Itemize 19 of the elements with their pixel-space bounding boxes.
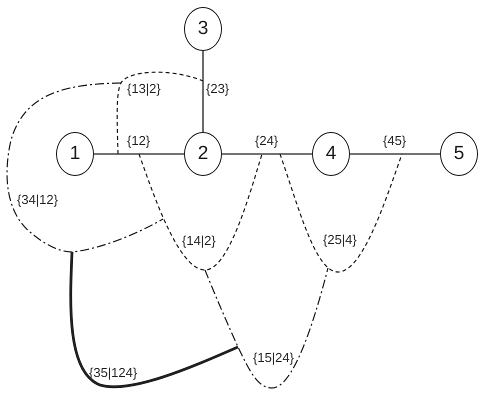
edge-label: {24} xyxy=(255,134,278,148)
curve-label: {13|2} xyxy=(127,82,161,96)
edge-line xyxy=(202,51,204,132)
vertex-circle: 4 xyxy=(312,132,350,176)
curve-label: {15|24} xyxy=(253,351,294,365)
curve-label: {35|124} xyxy=(89,366,138,380)
curve-label: {34|12} xyxy=(17,193,58,207)
curve-label: {14|2} xyxy=(182,234,216,248)
edge-line xyxy=(350,153,440,155)
vertex-circle: 3 xyxy=(184,7,222,51)
edge-label: {45} xyxy=(383,134,406,148)
edge-label: {12} xyxy=(127,134,150,148)
curve-label: {25|4} xyxy=(323,233,357,247)
edge-label: {23} xyxy=(206,82,230,96)
vertex-circle: 5 xyxy=(440,132,478,176)
edge-line xyxy=(222,153,312,155)
edge-line xyxy=(94,153,184,155)
vertex-circle: 2 xyxy=(184,132,222,176)
vertex-circle: 1 xyxy=(56,132,94,176)
